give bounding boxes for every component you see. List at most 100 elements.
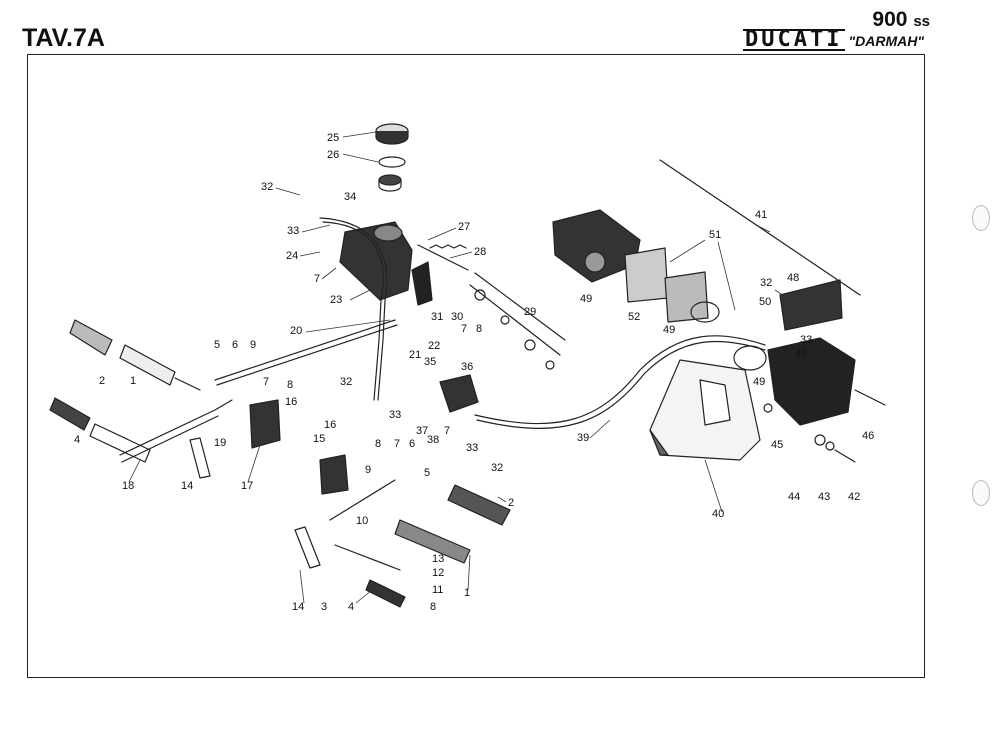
page-code: TAV.7A [22, 24, 105, 52]
callout-7: 7 [444, 425, 450, 437]
callout-46: 46 [862, 430, 874, 442]
callout-13: 13 [432, 553, 444, 565]
callout-3: 3 [321, 601, 327, 613]
callout-26: 26 [327, 149, 339, 161]
callout-14: 14 [292, 601, 304, 613]
callout-14: 14 [181, 480, 193, 492]
callout-16: 16 [324, 419, 336, 431]
model-number: 900 [872, 8, 908, 31]
callout-33: 33 [466, 442, 478, 454]
callout-8: 8 [430, 601, 436, 613]
callout-17: 17 [241, 480, 253, 492]
callout-16: 16 [285, 396, 297, 408]
callout-22: 22 [428, 340, 440, 352]
callout-4: 4 [74, 434, 80, 446]
callout-34: 34 [344, 191, 356, 203]
part-callouts: 25 26 32 34 33 27 28 24 7 23 30 31 8 29 … [74, 132, 874, 613]
callout-7: 7 [394, 438, 400, 450]
diagram-frame [27, 54, 925, 678]
callout-40: 40 [712, 508, 724, 520]
callout-20: 20 [290, 325, 302, 337]
left-footrest-part [49, 319, 233, 463]
leader-lines [128, 131, 791, 604]
callout-10: 10 [356, 515, 368, 527]
callout-6: 6 [409, 438, 415, 450]
callout-31: 31 [431, 311, 443, 323]
callout-8: 8 [476, 323, 482, 335]
callout-7: 7 [314, 273, 320, 285]
callout-44: 44 [788, 491, 800, 503]
pivot-block-part [439, 374, 479, 413]
binder-hole-top [972, 205, 990, 231]
callout-9: 9 [365, 464, 371, 476]
callout-21: 21 [409, 349, 421, 361]
callout-8: 8 [375, 438, 381, 450]
clamp-part [319, 454, 349, 495]
bolt-part [854, 389, 886, 406]
pushrod-part [214, 319, 396, 381]
callout-33: 33 [800, 334, 812, 346]
model-suffix: ss [913, 13, 930, 30]
callout-35: 35 [424, 356, 436, 368]
brake-line-part [474, 335, 766, 425]
callout-1: 1 [464, 587, 470, 599]
callout-38: 38 [427, 434, 439, 446]
callout-24: 24 [286, 250, 298, 262]
callout-11: 11 [432, 584, 443, 596]
callout-41: 41 [755, 209, 767, 221]
callout-36: 36 [461, 361, 473, 373]
callout-4: 4 [348, 601, 354, 613]
callout-29: 29 [524, 306, 536, 318]
callout-49: 49 [663, 324, 675, 336]
callout-2: 2 [99, 375, 105, 387]
binder-hole-bottom [972, 480, 990, 506]
callout-50: 50 [759, 296, 771, 308]
callout-15: 15 [313, 433, 325, 445]
callout-52: 52 [628, 311, 640, 323]
callout-25: 25 [327, 132, 339, 144]
caliper-part [552, 209, 856, 426]
right-footrest-part [294, 479, 511, 608]
callout-32: 32 [491, 462, 503, 474]
callout-37: 37 [416, 425, 428, 437]
callout-18: 18 [122, 480, 134, 492]
callout-42: 42 [848, 491, 860, 503]
callout-32: 32 [760, 277, 772, 289]
callout-45: 45 [771, 439, 783, 451]
callout-30: 30 [451, 311, 463, 323]
brand-subtitle: "DARMAH" [848, 33, 925, 49]
model-name: 900 ss [872, 8, 930, 32]
bracket-part [249, 399, 281, 449]
callout-28: 28 [474, 246, 486, 258]
callout-5: 5 [424, 467, 430, 479]
callout-32: 32 [340, 376, 352, 388]
callout-43: 43 [818, 491, 830, 503]
callout-5: 5 [214, 339, 220, 351]
callout-7: 7 [263, 376, 269, 388]
callout-12: 12 [432, 567, 444, 579]
reservoir-cap-part [375, 123, 409, 192]
callout-23: 23 [330, 294, 342, 306]
callout-9: 9 [250, 339, 256, 351]
reservoir-hose [319, 217, 388, 401]
callout-7: 7 [461, 323, 467, 335]
callout-19: 19 [214, 437, 226, 449]
callout-1: 1 [130, 375, 136, 387]
master-cylinder-part [339, 221, 561, 370]
callout-2: 2 [508, 497, 514, 509]
callout-49: 49 [580, 293, 592, 305]
callout-33: 33 [389, 409, 401, 421]
brand-wordmark: DUCATI [743, 27, 845, 52]
callout-27: 27 [458, 221, 470, 233]
callout-39: 39 [577, 432, 589, 444]
callout-49: 49 [753, 376, 765, 388]
brand-logo: DUCATI "DARMAH" [743, 29, 924, 51]
callout-48: 48 [787, 272, 799, 284]
callout-8: 8 [287, 379, 293, 391]
callout-33: 33 [287, 225, 299, 237]
callout-51: 51 [709, 229, 721, 241]
callout-32: 32 [261, 181, 273, 193]
callout-6: 6 [232, 339, 238, 351]
callout-47: 47 [795, 348, 807, 360]
